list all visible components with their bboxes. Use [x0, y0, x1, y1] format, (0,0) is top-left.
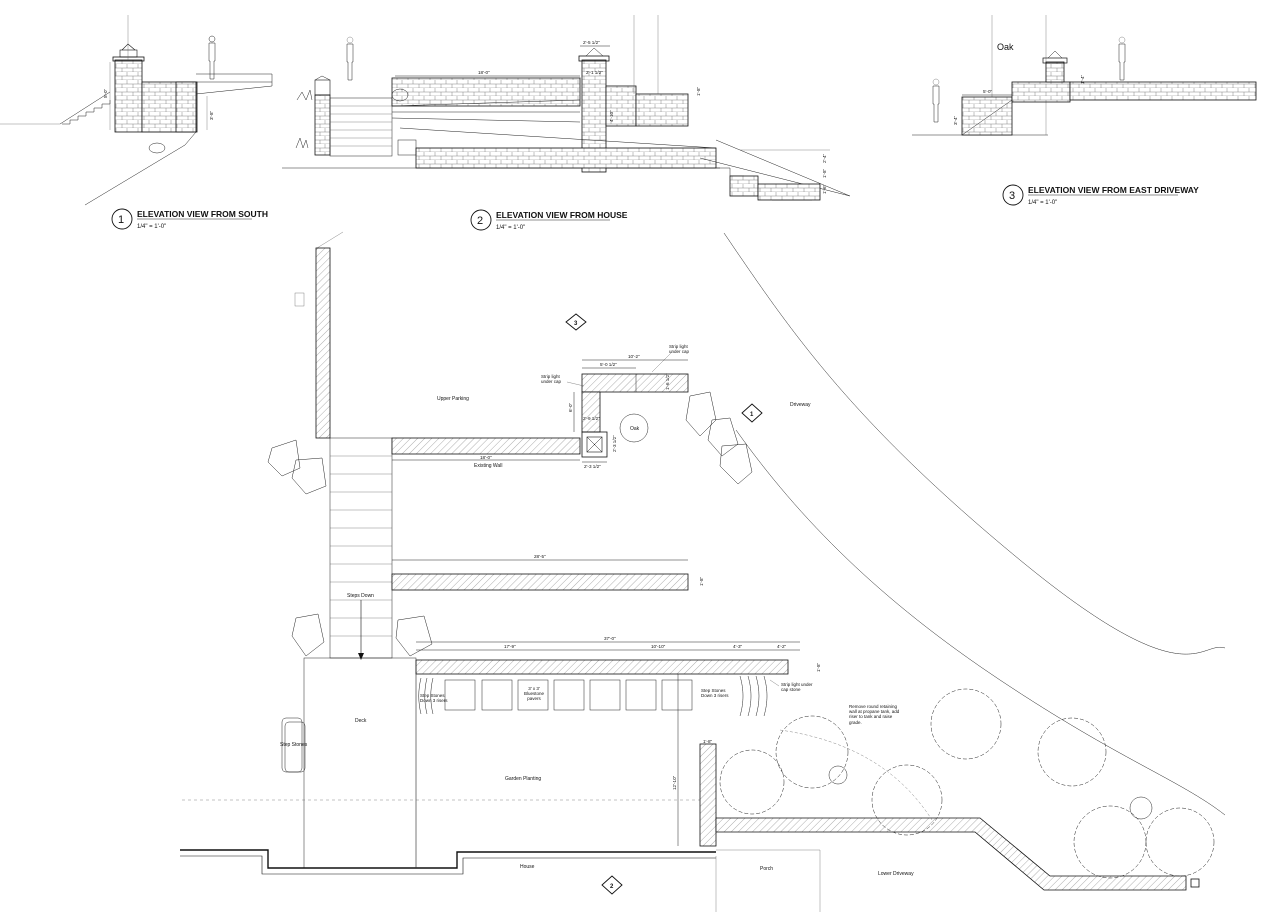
step-stones-left [418, 677, 434, 715]
south-title: ELEVATION VIEW FROM SOUTH [137, 209, 268, 219]
dim-lower-a: 17'-9" [504, 644, 516, 649]
house-lower-3-dim: 1'-6" [822, 184, 827, 194]
lower-driveway-label: Lower Driveway [878, 871, 914, 877]
marker-bottom-number: 2 [610, 884, 614, 890]
step-stones-label: Step Stones [280, 742, 308, 748]
new-wall-left [581, 391, 601, 433]
house-number: 2 [477, 215, 483, 227]
south-height-dim: 5'-0" [103, 88, 108, 98]
step-stones-right [739, 675, 768, 717]
pier-plan [581, 431, 608, 458]
driveway-edge [723, 232, 1226, 655]
house-lower-2-dim: 1'-8" [822, 168, 827, 178]
dim-lower-depth: 1'-8" [816, 662, 821, 672]
garden-planting-label: Garden Planting [505, 776, 541, 782]
deck-outline [303, 657, 417, 869]
dim-top-left: 5'-0 1/2" [600, 362, 617, 367]
dim-existing-wall: 18'-0" [480, 455, 492, 460]
dim-left-vertical: 6'-0" [568, 402, 573, 412]
section-marker-right: 1 [741, 403, 763, 423]
east-scale: 1/4" = 1'-0" [1028, 200, 1057, 206]
house-length-dim: 18'-0" [478, 70, 490, 75]
lower-wall [415, 659, 789, 675]
east-width-dim: 5'-0" [983, 89, 993, 94]
section-marker-bottom: 2 [601, 875, 623, 895]
boulders [267, 391, 753, 657]
elevation-east-driveway: Oak 5'-0" 3'-4" 1'-4" 3 ELEVATION VIEW F… [912, 15, 1257, 206]
elevation-house: 18'-0" 2'-5 1/2" 2'-1 1/2" 4'-10" 1'-8" … [282, 15, 851, 231]
house-pier-width-dim: 2'-1 1/2" [586, 70, 603, 75]
dim-garden-depth: 12'-10" [672, 775, 677, 790]
east-cap-dim: 1'-4" [1080, 74, 1085, 84]
porch-label: Porch [760, 866, 773, 872]
house-label: House [520, 864, 535, 870]
house-lower-1-dim: 2'-4" [822, 153, 827, 163]
steps-elevation [329, 97, 393, 157]
oak-tree-plan [619, 413, 649, 443]
dim-mid-wall: 28'-5" [534, 554, 546, 559]
person-figure-icon [208, 35, 216, 80]
dim-pier-bottom: 2'-3 1/2" [584, 464, 601, 469]
dim-pier-side: 2'-3 1/2" [612, 435, 617, 452]
strip-light-right-label: Strip light under cap stone [781, 682, 813, 693]
marker-top-number: 3 [574, 321, 578, 327]
house-wall-height-dim: 1'-8" [696, 86, 701, 96]
marker-right-number: 1 [750, 412, 754, 418]
section-marker-top: 3 [565, 313, 587, 331]
dim-lower-b: 10'-10" [651, 644, 666, 649]
dim-small-depth: 1'-8" [703, 739, 713, 744]
mid-wall [391, 573, 689, 591]
dim-lower-c: 4'-3" [733, 644, 743, 649]
bluestone-label: 3' x 3' Bluestone pavers [523, 686, 544, 702]
strip-light-top-label: Strip light under cap [669, 344, 690, 355]
bluestone-pavers [444, 679, 693, 711]
garden-east-wall [699, 743, 717, 847]
house-outline [180, 849, 716, 869]
step-stones-right-label: Step Stones Down 3 risers [701, 688, 729, 699]
east-number: 3 [1009, 190, 1015, 202]
left-existing-wall [315, 247, 331, 439]
upper-parking-label: Upper Parking [437, 396, 469, 402]
deck-label: Deck [355, 718, 367, 724]
section-bubble-3 [1002, 184, 1024, 206]
steps-down-label: Steps Down [347, 593, 374, 599]
house-title: ELEVATION VIEW FROM HOUSE [496, 210, 628, 220]
new-wall-top [581, 373, 689, 393]
south-number: 1 [118, 214, 124, 226]
south-pier-dim: 3'-8" [209, 110, 214, 120]
strip-light-left-label: Strip light under cap [541, 374, 562, 385]
driveway-edge-lower [735, 429, 1226, 816]
elevation-south: 5'-0" 3'-8" 1 ELEVATION VIEW FROM SOUTH … [0, 15, 273, 230]
dim-lower-d: 4'-2" [777, 644, 787, 649]
section-bubble-1 [111, 208, 133, 230]
oak-label: Oak [630, 426, 640, 432]
dim-mid-wall-depth: 1'-8" [699, 576, 704, 586]
steps-plan [329, 437, 393, 660]
shrubs [719, 688, 1215, 879]
oak-elevation-label: Oak [997, 42, 1014, 52]
step-stones-left-label: Step Stones Down 3 risers [420, 693, 448, 704]
south-scale: 1/4" = 1'-0" [137, 224, 166, 230]
section-bubble-2 [470, 209, 492, 231]
house-cap-width-dim: 2'-5 1/2" [583, 40, 600, 45]
east-title: ELEVATION VIEW FROM EAST DRIVEWAY [1028, 185, 1199, 195]
existing-wall-label: Existing Wall [474, 463, 502, 469]
driveway-label: Driveway [790, 402, 811, 408]
east-height-dim: 3'-4" [953, 115, 958, 125]
house-scale: 1/4" = 1'-0" [496, 225, 525, 231]
lower-driveway-wall [715, 817, 1187, 891]
dim-lower-overall: 37'-0" [604, 636, 616, 641]
plan-view: Oak [180, 231, 1226, 912]
step-stones-deck [281, 717, 306, 773]
house-pier-height-dim: 4'-10" [609, 110, 614, 122]
dim-top-overall: 10'-2" [628, 354, 640, 359]
dim-top-right-depth: 1'-6 1/2" [665, 373, 670, 390]
remove-wall-note: Remove round retaining wall at propane t… [849, 704, 900, 725]
dim-pier-top: 2'-9 1/2" [583, 416, 600, 421]
existing-wall [391, 437, 581, 455]
